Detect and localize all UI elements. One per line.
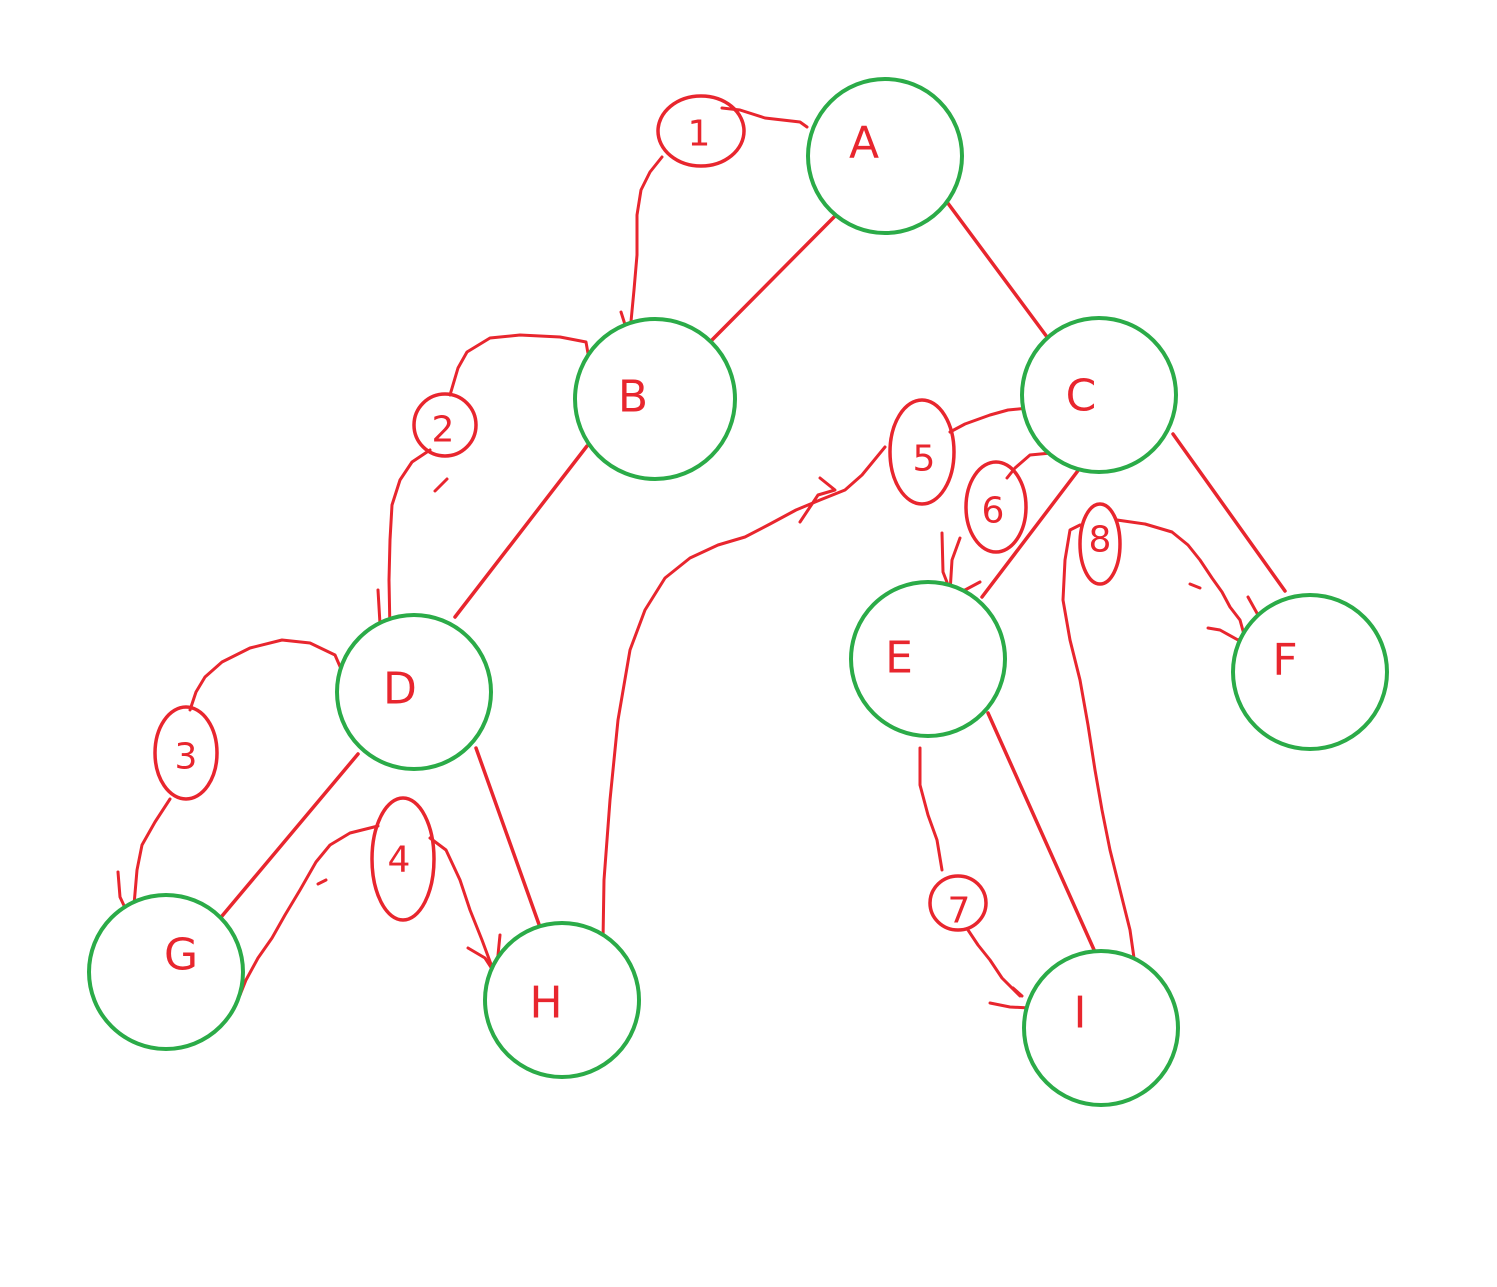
traversal-arrow-7: [918, 746, 1032, 1010]
step-label: 6: [982, 491, 1005, 532]
tree-node-d: D: [335, 613, 493, 771]
tree-nodes: A B C D E F G H: [87, 77, 1389, 1107]
tree-node-i: I: [1022, 949, 1180, 1107]
step-label: 5: [913, 439, 936, 480]
step-marker-3: 3: [153, 705, 219, 801]
node-label: C: [1066, 371, 1097, 422]
edge-c-f: [1171, 432, 1287, 593]
traversal-arrow-2: [376, 333, 592, 642]
step-marker-4: 4: [370, 796, 436, 922]
edge-b-d: [453, 444, 589, 619]
edge-d-h: [474, 746, 543, 932]
traversal-tick-2: [433, 477, 449, 493]
step-marker-1: 1: [656, 94, 746, 168]
edge-a-c: [945, 200, 1052, 343]
step-marker-6: 6: [964, 460, 1028, 554]
node-label: D: [383, 664, 417, 715]
edge-d-g: [215, 752, 360, 924]
traversal-arrow-1: [619, 106, 809, 336]
node-label: H: [529, 978, 562, 1029]
step-label: 8: [1089, 520, 1112, 561]
traversal-arrow-8: [1061, 518, 1260, 967]
tree-node-f: F: [1231, 593, 1389, 751]
tree-node-e: E: [849, 580, 1007, 738]
tree-node-c: C: [1020, 316, 1178, 474]
node-label: I: [1074, 988, 1087, 1039]
edge-e-i: [986, 711, 1097, 954]
traversal-paths: [116, 106, 1260, 1010]
step-marker-8: 8: [1078, 502, 1122, 586]
traversal-arrow-4: [238, 824, 507, 997]
tree-node-h: H: [483, 921, 641, 1079]
step-label: 1: [688, 114, 711, 155]
step-marker-2: 2: [412, 392, 478, 458]
node-label: A: [849, 118, 879, 169]
step-marker-7: 7: [928, 874, 988, 932]
edge-a-b: [708, 212, 839, 344]
node-label: G: [164, 930, 198, 981]
edge-c-e: [980, 466, 1082, 599]
node-label: B: [618, 372, 648, 423]
step-label: 3: [175, 737, 198, 778]
node-label: F: [1272, 635, 1297, 686]
tree-node-a: A: [806, 77, 964, 235]
tree-node-g: G: [87, 893, 245, 1051]
step-label: 7: [948, 891, 971, 932]
step-markers: 1 2 3 4 5 6 7 8: [153, 94, 1122, 932]
step-label: 4: [388, 840, 411, 881]
step-marker-5: 5: [888, 398, 956, 506]
tree-node-b: B: [573, 317, 737, 481]
node-label: E: [885, 633, 913, 684]
step-label: 2: [432, 410, 455, 451]
tree-edges: [215, 200, 1287, 954]
traversal-arrow-5: [601, 406, 1030, 942]
